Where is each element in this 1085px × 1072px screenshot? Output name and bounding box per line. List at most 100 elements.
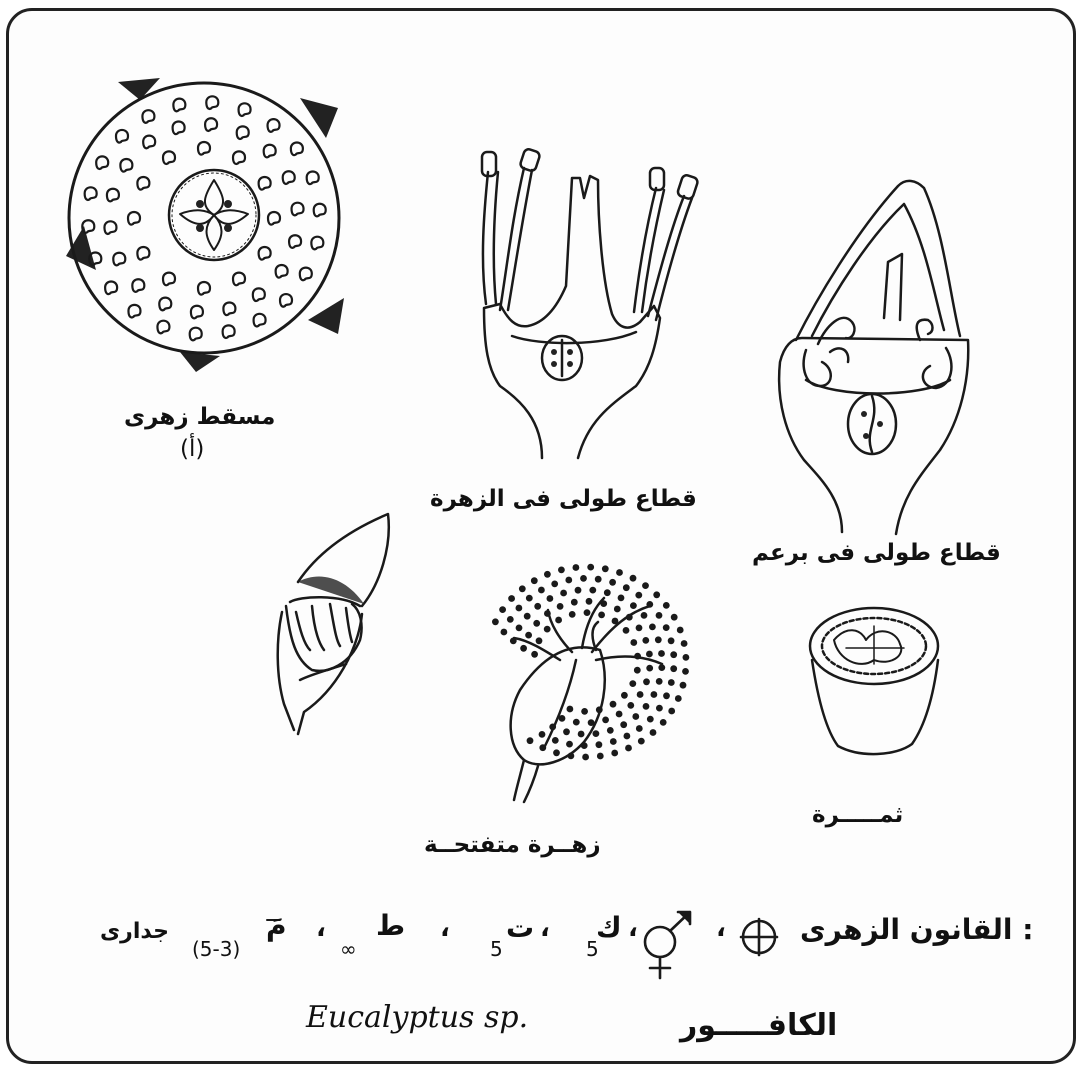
anther-mark	[620, 721, 627, 728]
stamen-mark	[128, 212, 140, 225]
anther-mark	[507, 616, 514, 623]
stamen-mark	[253, 288, 265, 301]
stamen-mark	[163, 273, 175, 286]
anther-mark	[499, 606, 506, 613]
anther-mark	[643, 678, 650, 685]
anther-mark	[614, 606, 621, 613]
stamen-mark	[113, 253, 125, 266]
anther-mark	[538, 587, 545, 594]
formula-separator: ،	[440, 913, 450, 943]
anther-mark	[616, 569, 623, 576]
stamen-mark	[159, 298, 171, 311]
anther-mark	[604, 589, 611, 596]
anther-mark	[668, 679, 675, 686]
stamen-mark	[137, 177, 149, 190]
anther-mark	[527, 737, 534, 744]
anther-mark	[567, 706, 574, 713]
anther-mark	[646, 651, 653, 658]
stamen-mark	[132, 279, 144, 292]
stamen-mark	[237, 126, 249, 139]
stamen-mark	[233, 151, 245, 164]
anther-mark	[492, 618, 499, 625]
anther-mark	[598, 612, 605, 619]
anther-mark	[593, 730, 600, 737]
floral-diagram-drawing	[66, 78, 344, 372]
bud-section-drawing	[779, 181, 968, 534]
stamen-mark	[223, 325, 235, 338]
anther-mark	[627, 702, 634, 709]
anther-mark	[668, 637, 675, 644]
anther-mark	[658, 650, 665, 657]
anther-mark	[519, 585, 526, 592]
anther-mark	[643, 703, 650, 710]
anther-mark	[649, 624, 656, 631]
stamen-mark	[105, 281, 117, 294]
anther-mark	[602, 565, 609, 572]
anther-mark	[555, 617, 562, 624]
anther-mark	[571, 599, 578, 606]
anther-mark	[569, 611, 576, 618]
stamen-mark	[143, 136, 155, 149]
anther-mark	[589, 587, 596, 594]
anther-mark	[501, 629, 508, 636]
anther-mark	[655, 636, 662, 643]
stamen-mark	[259, 247, 271, 260]
stamen-mark	[276, 265, 288, 278]
anther-mark	[544, 571, 551, 578]
anther-mark	[670, 665, 677, 672]
anther-mark	[682, 668, 689, 675]
anther-mark	[656, 705, 663, 712]
anther-mark	[595, 576, 602, 583]
anther-mark	[602, 717, 609, 724]
formula-androecium: ط	[376, 909, 405, 942]
anther-mark	[625, 745, 632, 752]
anther-mark	[597, 753, 604, 760]
anther-mark	[656, 612, 663, 619]
anther-mark	[663, 624, 670, 631]
anther-mark	[573, 719, 580, 726]
anther-mark	[611, 750, 618, 757]
bud-section-label: قطاع طولى فى برعم	[752, 540, 1001, 566]
stamen-mark	[173, 121, 185, 134]
anther-mark	[558, 567, 565, 574]
anther-mark	[637, 691, 644, 698]
anther-mark	[630, 639, 637, 646]
anther-mark	[544, 626, 551, 633]
stamen-mark	[128, 305, 140, 318]
stamen-mark	[268, 119, 280, 132]
anther-mark	[624, 733, 631, 740]
stamen-mark	[259, 177, 271, 190]
anther-mark	[653, 591, 660, 598]
stamen-mark	[223, 303, 235, 316]
stamen-mark	[314, 204, 326, 217]
formula-placentation: جدارى	[100, 919, 169, 944]
formula-separator: ،	[316, 913, 326, 943]
stamen-mark	[206, 96, 218, 109]
stamen-mark	[163, 151, 175, 164]
anther-mark	[610, 701, 617, 708]
stamen-mark	[137, 247, 149, 260]
stamen-mark	[191, 306, 203, 319]
formula-corolla: ت	[506, 911, 534, 944]
anther-mark	[536, 637, 543, 644]
anther-mark	[651, 691, 658, 698]
anther-mark	[621, 692, 628, 699]
stamen-mark	[289, 235, 301, 248]
anther-mark	[573, 564, 580, 571]
fruit-drawing	[810, 608, 938, 754]
flower-section-drawing	[482, 148, 699, 458]
anther-mark	[516, 625, 523, 632]
stamen-mark	[173, 99, 185, 112]
fruit-label: ثمـــــرة	[812, 802, 903, 828]
stamen-mark	[264, 145, 276, 158]
formula-androecium-count: ∞	[340, 937, 357, 961]
formula-calyx-count: 5	[586, 937, 599, 961]
anther-mark	[629, 680, 636, 687]
anther-mark	[660, 719, 667, 726]
anther-mark	[642, 637, 649, 644]
anther-mark	[632, 713, 639, 720]
stamen-mark	[198, 142, 210, 155]
anther-mark	[618, 595, 625, 602]
anther-mark	[642, 582, 649, 589]
formula-corolla-count: 5	[490, 937, 503, 961]
